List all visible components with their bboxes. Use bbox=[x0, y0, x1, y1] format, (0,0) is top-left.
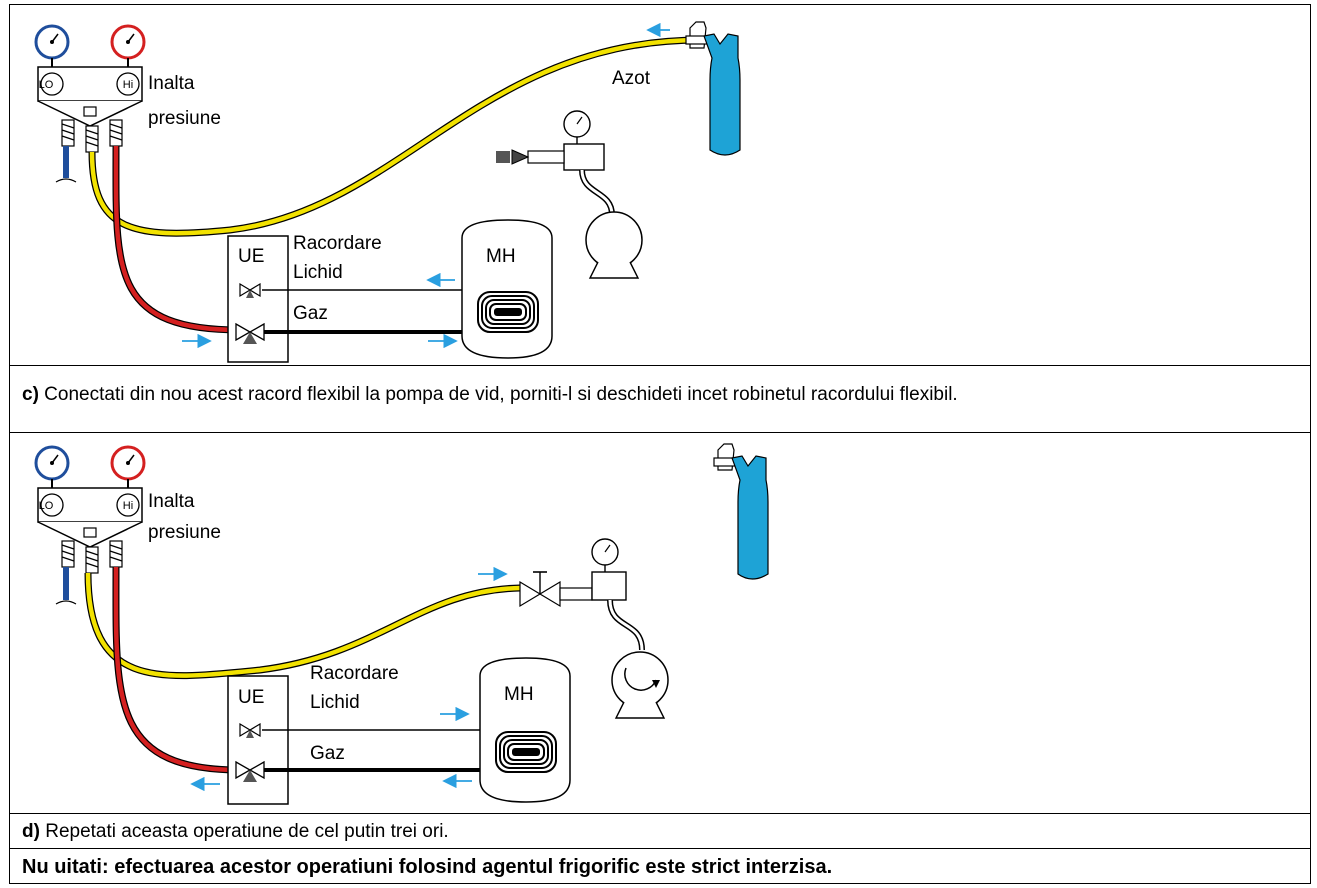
row-separator bbox=[9, 848, 1311, 849]
gas-valve-icon[interactable] bbox=[235, 760, 265, 782]
indoor-unit-box bbox=[479, 657, 571, 803]
mh-label: MH bbox=[504, 684, 534, 705]
high-pressure-label: presiune bbox=[148, 108, 221, 129]
high-valve-icon[interactable] bbox=[116, 72, 140, 96]
ue-label: UE bbox=[238, 687, 264, 708]
low-valve-icon[interactable] bbox=[40, 72, 64, 96]
step-c-letter: c) bbox=[22, 384, 39, 405]
low-valve-icon[interactable] bbox=[40, 493, 64, 517]
outdoor-unit-box bbox=[227, 235, 289, 363]
coil-icon bbox=[477, 291, 539, 333]
mh-label: MH bbox=[486, 246, 516, 267]
connect-label: Racordare bbox=[310, 663, 399, 684]
step-d-letter: d) bbox=[22, 821, 40, 842]
gauge-lo-label: LO bbox=[39, 79, 54, 91]
indoor-unit-box bbox=[461, 219, 553, 359]
step-d-paragraph: d) Repetati aceasta operatiune de cel pu… bbox=[22, 821, 1222, 843]
high-side-hose bbox=[113, 145, 241, 333]
liquid-valve-icon[interactable] bbox=[239, 282, 261, 298]
charging-hose bbox=[85, 572, 521, 678]
vacuum-pump-icon bbox=[496, 110, 643, 279]
gauge-lo-label: LO bbox=[39, 500, 54, 512]
gauge-hi-label: Hi bbox=[123, 500, 133, 512]
nitrogen-cylinder-icon bbox=[713, 443, 769, 580]
row-separator bbox=[9, 365, 1311, 366]
row-separator bbox=[9, 432, 1311, 433]
high-pressure-label: presiune bbox=[148, 522, 221, 543]
high-pressure-label: Inalta bbox=[148, 73, 195, 94]
gas-valve-icon[interactable] bbox=[235, 322, 265, 344]
step-d-text: Repetati aceasta operatiune de cel putin… bbox=[39, 821, 449, 842]
page-frame bbox=[9, 4, 1311, 884]
gas-label: Gaz bbox=[310, 743, 345, 764]
gas-label: Gaz bbox=[293, 303, 328, 324]
step-c-paragraph: c) Conectati din nou acest racord flexib… bbox=[22, 384, 1292, 406]
high-pressure-label: Inalta bbox=[148, 491, 195, 512]
nitrogen-label: Azot bbox=[612, 68, 651, 89]
nitrogen-cylinder-icon bbox=[685, 21, 741, 156]
vacuum-pump-icon bbox=[519, 538, 669, 719]
ue-label: UE bbox=[238, 246, 264, 267]
step-c-text: Conectati din nou acest racord flexibil … bbox=[38, 384, 958, 405]
gauge-hi-label: Hi bbox=[123, 79, 133, 91]
outdoor-unit-box bbox=[227, 675, 289, 805]
warning-text: Nu uitati: efectuarea acestor operatiuni… bbox=[22, 856, 833, 878]
coil-icon bbox=[495, 731, 557, 773]
high-valve-icon[interactable] bbox=[116, 493, 140, 517]
liquid-label: Lichid bbox=[310, 692, 360, 713]
liquid-label: Lichid bbox=[293, 262, 343, 283]
high-side-hose bbox=[113, 566, 241, 773]
liquid-valve-icon[interactable] bbox=[239, 722, 261, 738]
manifold-gauge-set bbox=[34, 24, 146, 183]
row-separator bbox=[9, 813, 1311, 814]
manifold-gauge-set bbox=[34, 445, 146, 605]
connect-label: Racordare bbox=[293, 233, 382, 254]
